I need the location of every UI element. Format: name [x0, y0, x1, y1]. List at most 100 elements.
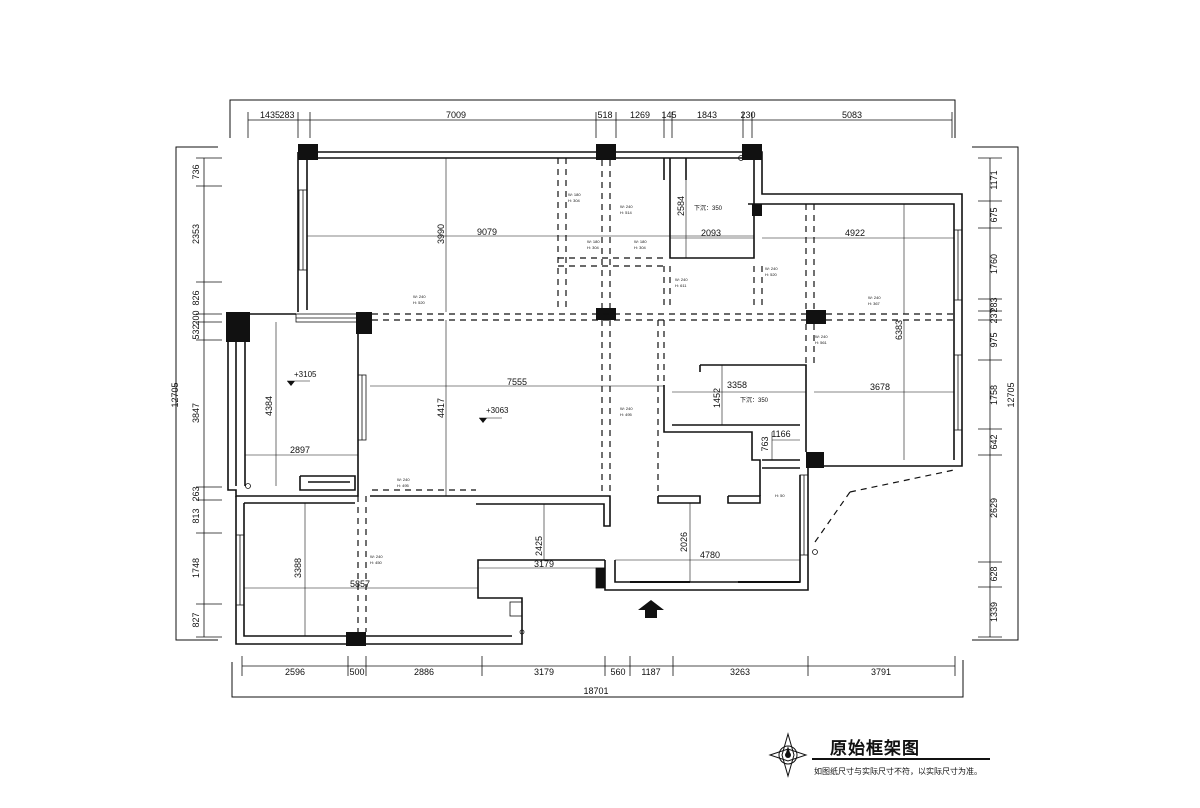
dim-left-10: 827: [191, 612, 201, 627]
beam-note: W: 240: [815, 334, 828, 339]
dim-bottom-8: 3791: [871, 667, 891, 677]
dim-bottom-3: 2886: [414, 667, 434, 677]
beam-note: W: 240: [620, 204, 633, 209]
dim-bottom-6: 1187: [641, 667, 660, 677]
beam-note: W: 240: [765, 266, 778, 271]
dim-top-1: 1435: [260, 110, 280, 120]
level-mark-3063: +3063: [486, 406, 509, 415]
dim-right-3: 1760: [989, 254, 999, 274]
dim-left-1: 736: [191, 164, 201, 179]
dimension-texts: 1435 283 7009 518 1269 145 1843 230 5083…: [170, 110, 1016, 696]
dim-right-2: 675: [989, 207, 999, 222]
beam-note: H: 514: [620, 210, 633, 215]
interior-dimension-labels: 9079 3990 2584 2093 4922 6383 7555 4417 …: [264, 196, 904, 589]
beam-note: W: 180: [587, 239, 600, 244]
fixtures: [245, 155, 818, 635]
title-block: 原始框架图 如图纸尺寸与实际尺寸不符，以实际尺寸为准。: [766, 728, 990, 788]
room-dim-4417: 4417: [436, 398, 446, 418]
dim-overall-width: 18701: [583, 686, 608, 696]
room-dim-6383: 6383: [894, 320, 904, 340]
dim-left-6: 3847: [191, 403, 201, 423]
dim-top-2: 283: [279, 110, 294, 120]
room-dim-763: 763: [760, 436, 770, 451]
dim-top-6: 145: [661, 110, 676, 120]
dim-overall-height-right: 12705: [1006, 382, 1016, 407]
dim-right-5: 237: [989, 308, 999, 323]
drop-ceiling-label: 下沉：350: [740, 396, 769, 404]
beam-note: H: 611: [675, 283, 687, 288]
level-symbol-icon: [287, 381, 295, 386]
beam-note: H: 495: [620, 412, 633, 417]
dim-right-1: 1171: [989, 170, 999, 189]
beam-note: H: 304: [568, 198, 581, 203]
drawing-title: 原始框架图: [830, 739, 920, 759]
beam-note: W: 240: [413, 294, 426, 299]
beam-note: W: 180: [634, 239, 647, 244]
room-dim-3678: 3678: [870, 382, 890, 392]
room-dim-3179: 3179: [534, 559, 554, 569]
room-dim-1166: 1166: [771, 429, 790, 439]
room-dim-5857: 5857: [350, 579, 370, 589]
dim-right-4: 283: [989, 297, 999, 312]
title-divider: [812, 758, 990, 760]
dim-bottom-2: 500: [349, 667, 364, 677]
dim-bottom-5: 560: [610, 667, 625, 677]
beam-note: H: 50: [775, 493, 785, 498]
room-dim-2425: 2425: [534, 536, 544, 556]
beam-note: W: 240: [675, 277, 688, 282]
room-dim-7555: 7555: [507, 377, 527, 387]
dim-right-8: 642: [989, 434, 999, 449]
drawing-note: 如图纸尺寸与实际尺寸不符，以实际尺寸为准。: [814, 767, 982, 776]
level-mark-3105: +3105: [294, 370, 317, 379]
dim-left-9: 1748: [191, 558, 201, 578]
level-marks: +3105 +3063: [287, 370, 509, 423]
right-dim-texts: 1171 675 1760 283 237 975 1758 642 2629 …: [989, 170, 1016, 622]
dimension-lines: [196, 112, 1002, 676]
room-dim-3990: 3990: [436, 224, 446, 244]
dim-left-4: 200: [191, 310, 201, 325]
walls: [227, 151, 963, 645]
left-dim-texts: 736 2353 826 200 532 3847 263 813 1748 8…: [170, 164, 201, 627]
dim-right-11: 1339: [989, 602, 999, 622]
outer-frame: [175, 99, 1019, 698]
dim-right-10: 628: [989, 566, 999, 581]
beam-note: H: 495: [397, 483, 410, 488]
beam-note: H: 520: [413, 300, 426, 305]
dim-left-2: 2353: [191, 224, 201, 244]
level-symbol-icon: [479, 418, 487, 423]
dim-left-5: 532: [191, 324, 201, 339]
windows: [235, 189, 963, 606]
drop-ceiling-labels: 下沉：350 下沉：350: [694, 204, 769, 404]
beam-note: W: 180: [568, 192, 581, 197]
room-dim-3358: 3358: [727, 380, 747, 390]
beam-note: H: 450: [370, 560, 383, 565]
dim-top-7: 1843: [697, 110, 717, 120]
dim-left-3: 826: [191, 290, 201, 305]
beam-note: H: 304: [634, 245, 647, 250]
drop-ceiling-label: 下沉：350: [694, 204, 723, 212]
dim-left-8: 813: [191, 508, 201, 523]
beam-note: W: 240: [397, 477, 410, 482]
beam-note: W: 240: [370, 554, 383, 559]
dim-bottom-7: 3263: [730, 667, 750, 677]
room-dim-2584: 2584: [676, 196, 686, 216]
beam-note: H: 304: [587, 245, 600, 250]
dim-top-8: 230: [740, 110, 755, 120]
beam-note: H: 520: [765, 272, 778, 277]
dim-right-6: 975: [989, 332, 999, 347]
dim-top-3: 7009: [446, 110, 466, 120]
room-dim-2093: 2093: [701, 228, 721, 238]
dim-bottom-4: 3179: [534, 667, 554, 677]
beam-note: W: 240: [868, 295, 881, 300]
measure-lines: [244, 158, 954, 636]
compass-rose-icon: [768, 732, 808, 778]
entrance-arrow-icon: [638, 600, 664, 618]
dim-left-7: 263: [191, 486, 201, 501]
room-dim-1452: 1452: [712, 388, 722, 408]
beam-note: W: 240: [620, 406, 633, 411]
beams: [357, 158, 955, 632]
room-dim-4922: 4922: [845, 228, 865, 238]
dim-right-9: 2629: [989, 498, 999, 518]
beam-note: H: 561: [815, 340, 828, 345]
